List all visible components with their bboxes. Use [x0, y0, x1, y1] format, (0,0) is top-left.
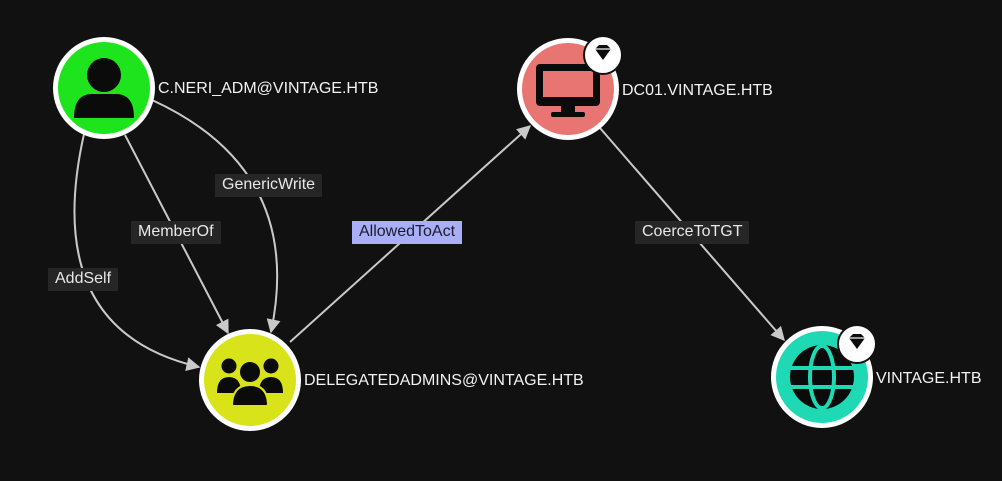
gem-icon [595, 45, 611, 60]
edge-genericwrite[interactable] [151, 99, 281, 334]
node-group[interactable] [199, 329, 301, 431]
edge-label-allowedtoact[interactable]: AllowedToAct [352, 221, 463, 244]
edge-addself[interactable] [73, 133, 201, 371]
node-user[interactable] [53, 37, 155, 139]
node-computer[interactable] [517, 35, 623, 140]
node-label-domain: VINTAGE.HTB [876, 370, 982, 387]
node-label-group: DELEGATEDADMINS@VINTAGE.HTB [304, 372, 584, 389]
gem-icon [849, 334, 865, 349]
node-domain[interactable] [771, 324, 877, 428]
edge-label-addself[interactable]: AddSelf [48, 268, 119, 291]
node-label-user: C.NERI_ADM@VINTAGE.HTB [158, 80, 379, 97]
node-label-computer: DC01.VINTAGE.HTB [622, 82, 773, 99]
edge-label-coercetotgt[interactable]: CoerceToTGT [635, 221, 750, 244]
edge-label-genericwrite[interactable]: GenericWrite [215, 174, 323, 197]
tier-zero-badge [837, 324, 877, 364]
users-icon [217, 358, 283, 407]
globe-icon [790, 344, 854, 410]
monitor-icon [536, 64, 600, 117]
edge-label-memberof[interactable]: MemberOf [131, 221, 221, 244]
tier-zero-badge [583, 35, 623, 75]
user-icon [74, 58, 134, 118]
